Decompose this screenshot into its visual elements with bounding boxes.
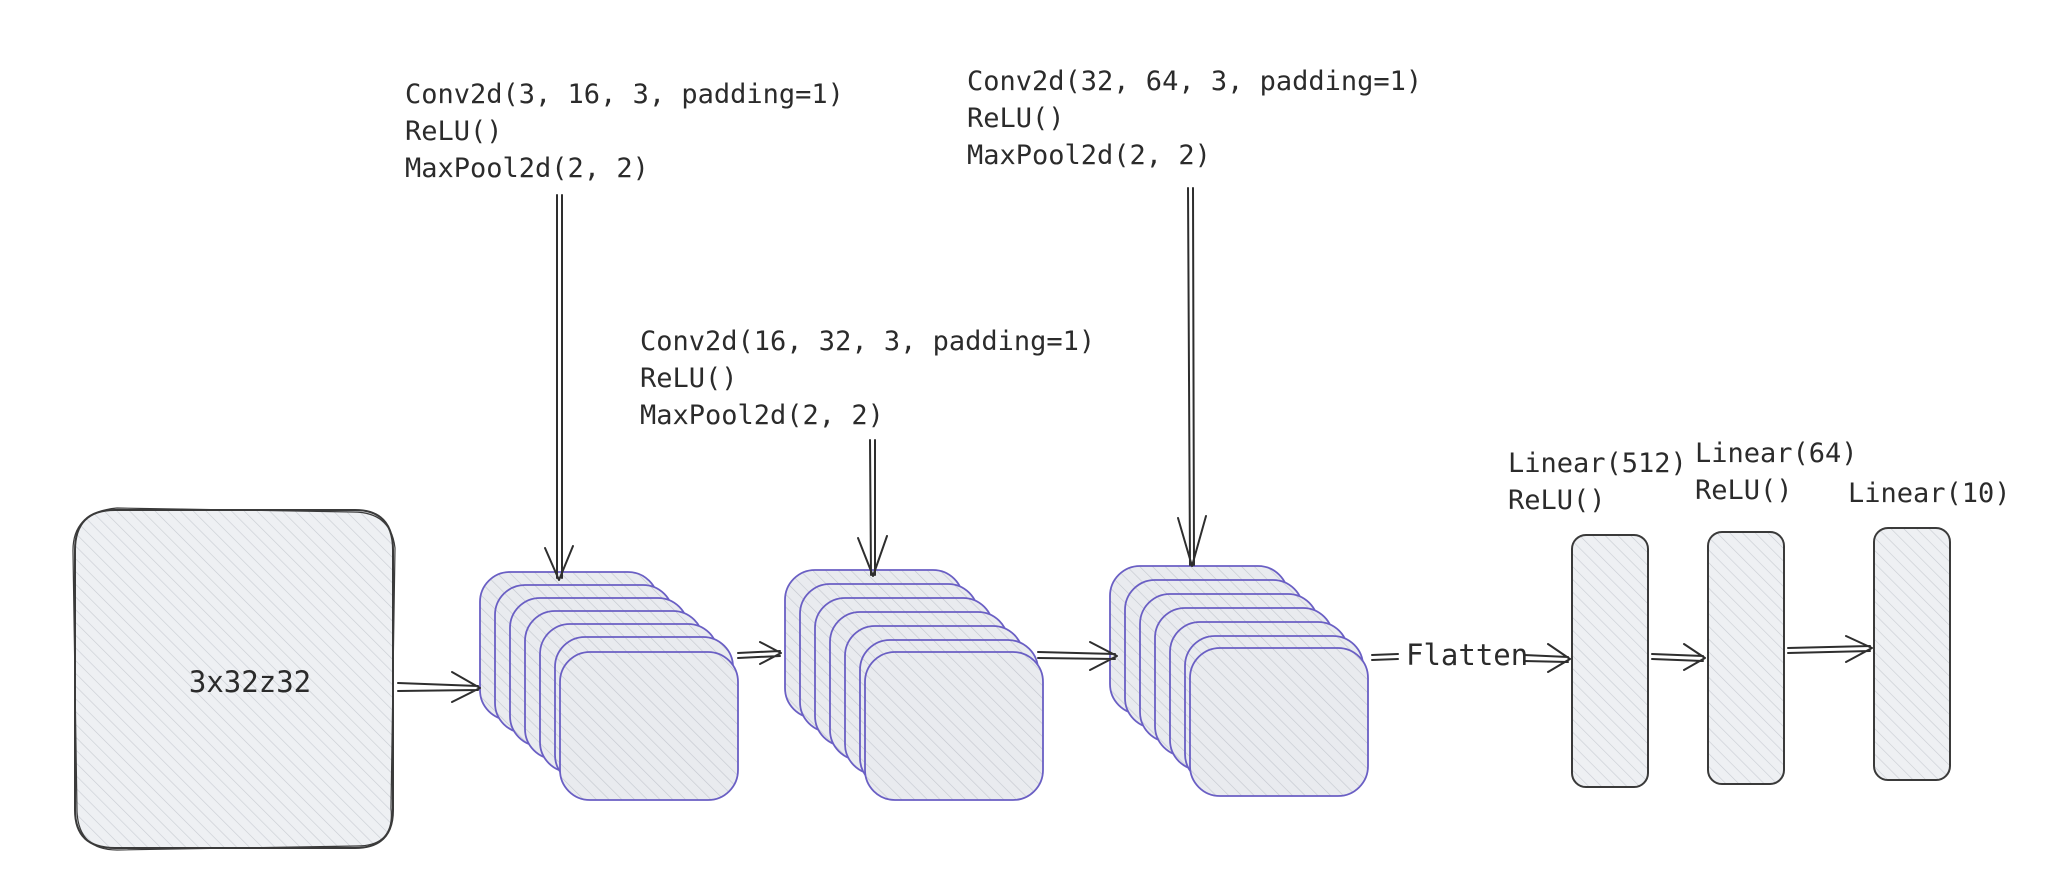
conv-block-3-line-1: Conv2d(32, 64, 3, padding=1) — [967, 66, 1422, 97]
arrow-stack1-to-stack2 — [737, 641, 782, 665]
arrow-stack3-to-flatten — [1371, 653, 1399, 661]
feature-map-stack-3 — [1109, 565, 1369, 797]
arrow-stack2-to-stack3 — [1037, 641, 1118, 671]
conv-block-1-line-2: ReLU() — [405, 116, 503, 147]
conv-arrow-2 — [857, 439, 888, 577]
conv-block-2-line-3: MaxPool2d(2, 2) — [640, 400, 884, 431]
conv-block-label-3: Conv2d(32, 64, 3, padding=1) ReLU() MaxP… — [967, 66, 1422, 171]
linear-block-label-2: Linear(64) ReLU() — [1695, 438, 1858, 506]
arrow-flatten-to-linear1 — [1523, 643, 1571, 673]
flatten-label: Flatten — [1406, 638, 1528, 672]
arrow-linear2-to-linear3 — [1787, 635, 1873, 663]
conv-block-label-2: Conv2d(16, 32, 3, padding=1) ReLU() MaxP… — [640, 326, 1095, 431]
conv-arrow-1 — [544, 194, 574, 581]
input-label: 3x32z32 — [189, 665, 311, 699]
conv-block-1-line-3: MaxPool2d(2, 2) — [405, 153, 649, 184]
conv-block-label-1: Conv2d(3, 16, 3, padding=1) ReLU() MaxPo… — [405, 79, 844, 184]
conv-block-1-line-1: Conv2d(3, 16, 3, padding=1) — [405, 79, 844, 110]
input-tensor: 3x32z32 — [72, 507, 396, 851]
conv-arrow-3 — [1177, 187, 1207, 567]
linear-layer-bar-1 — [1571, 534, 1649, 788]
arrow-linear1-to-linear2 — [1651, 643, 1706, 671]
arrow-input-to-stack1 — [397, 671, 481, 703]
linear-block-3-line-1: Linear(10) — [1848, 478, 2011, 509]
linear-block-1-line-1: Linear(512) — [1508, 448, 1687, 479]
conv-block-3-line-2: ReLU() — [967, 103, 1065, 134]
linear-block-1-line-2: ReLU() — [1508, 485, 1606, 516]
linear-layer-bar-2 — [1707, 531, 1785, 785]
conv-block-2-line-1: Conv2d(16, 32, 3, padding=1) — [640, 326, 1095, 357]
conv-block-2-line-2: ReLU() — [640, 363, 738, 394]
feature-map-stack-2 — [784, 569, 1044, 801]
linear-block-2-line-1: Linear(64) — [1695, 438, 1858, 469]
linear-block-label-3: Linear(10) — [1848, 478, 2011, 509]
feature-map-stack-1 — [479, 571, 739, 801]
linear-block-2-line-2: ReLU() — [1695, 475, 1793, 506]
conv-block-3-line-3: MaxPool2d(2, 2) — [967, 140, 1211, 171]
linear-block-label-1: Linear(512) ReLU() — [1508, 448, 1687, 516]
linear-layer-bar-3 — [1873, 527, 1951, 781]
